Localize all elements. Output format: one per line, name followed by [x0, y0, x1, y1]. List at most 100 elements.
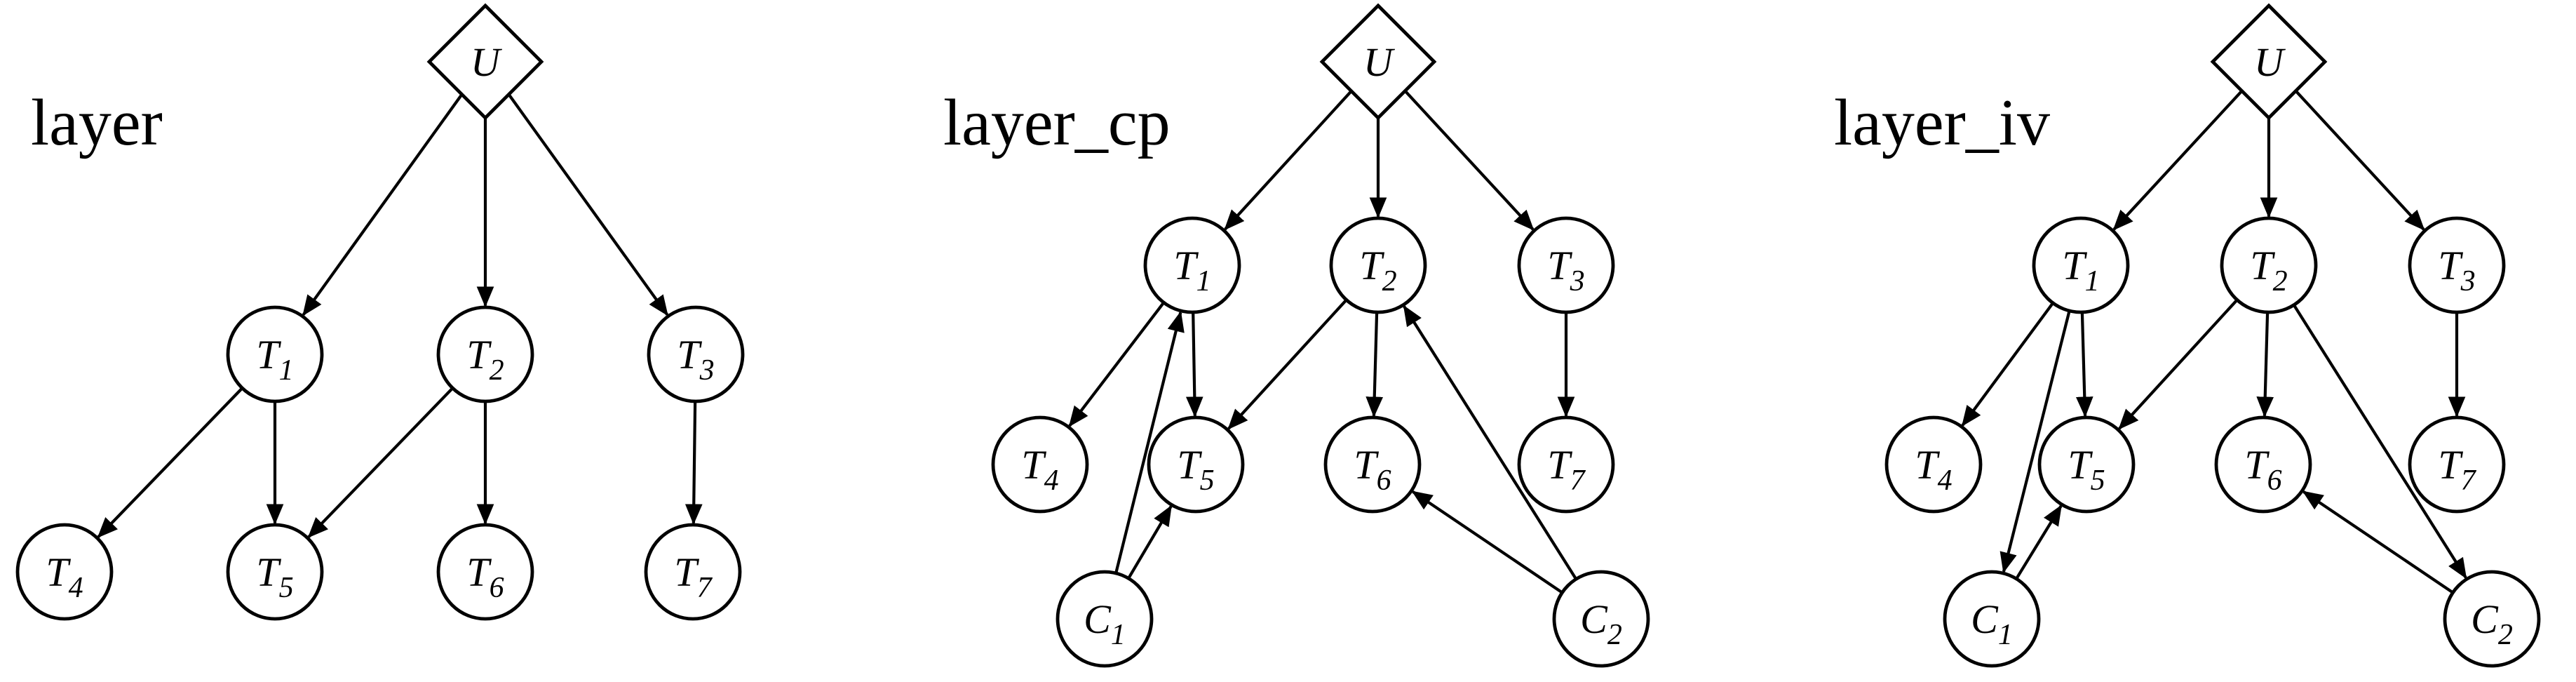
node-label-C1: C1 — [1971, 596, 2013, 651]
node-label-T7: T7 — [674, 549, 713, 604]
node-label-T2: T2 — [2250, 243, 2287, 297]
edge-T1-to-T4 — [1068, 302, 1165, 427]
node-label-T3: T3 — [1547, 243, 1584, 297]
node-layer_iv-T6: T6 — [2214, 415, 2312, 514]
edge-T1-to-T5 — [1185, 312, 1203, 417]
node-layer_cp-T2: T2 — [1329, 216, 1427, 314]
node-layer_cp-T6: T6 — [1323, 415, 1422, 514]
circle-shape — [1517, 415, 1615, 514]
node-label-T6: T6 — [2244, 442, 2281, 497]
circle-shape — [1517, 216, 1615, 314]
node-label-C2: C2 — [1580, 596, 1622, 651]
node-layer-T3: T3 — [647, 305, 745, 403]
edge-U-to-T3 — [1404, 90, 1535, 231]
node-layer-T7: T7 — [644, 523, 742, 621]
node-layer_iv-C1: C1 — [1943, 570, 2041, 668]
edge-U-to-T1 — [1224, 91, 1352, 231]
circle-shape — [1147, 415, 1245, 514]
node-layer_iv-C2: C2 — [2443, 570, 2541, 668]
node-label-T5: T5 — [2068, 442, 2105, 497]
node-label-C1: C1 — [1084, 596, 1126, 651]
circle-shape — [2214, 415, 2312, 514]
edge-T1-to-T5 — [2075, 312, 2093, 417]
panel-label-layer: layer — [31, 86, 163, 159]
circle-shape — [226, 523, 324, 621]
node-label-T2: T2 — [1359, 243, 1396, 297]
edge-C2-to-T6 — [2302, 490, 2453, 594]
node-layer_cp-T3: T3 — [1517, 216, 1615, 314]
node-layer_cp-C1: C1 — [1056, 570, 1154, 668]
edge-T1-to-T4 — [1961, 302, 2054, 427]
edge-T2-to-T5 — [307, 387, 454, 538]
circle-shape — [2037, 415, 2136, 514]
edge-T3-to-T7 — [685, 401, 703, 525]
circle-shape — [1884, 415, 1983, 514]
node-layer_iv-T2: T2 — [2220, 216, 2318, 314]
node-layer_iv-T4: T4 — [1884, 415, 1983, 514]
node-label-T5: T5 — [256, 549, 293, 604]
circle-shape — [15, 523, 114, 621]
edge-T2-to-T6 — [1365, 312, 1384, 417]
panel-label-layer-iv: layer_iv — [1834, 86, 2050, 159]
node-label-C2: C2 — [2471, 596, 2513, 651]
circle-shape — [226, 305, 324, 403]
node-layer-T4: T4 — [15, 523, 114, 621]
panel-label-layer-cp: layer_cp — [943, 86, 1171, 159]
node-layer_iv-U: U — [2210, 3, 2328, 121]
node-layer-T5: T5 — [226, 523, 324, 621]
circle-shape — [1056, 570, 1154, 668]
circle-shape — [1329, 216, 1427, 314]
node-layer_iv-T5: T5 — [2037, 415, 2136, 514]
edge-C1-to-T5 — [1127, 504, 1173, 579]
node-label-T4: T4 — [46, 549, 83, 604]
diamond-shape — [2210, 3, 2328, 121]
edge-U-to-T3 — [508, 94, 669, 316]
node-layer-T6: T6 — [436, 523, 534, 621]
node-label-U: U — [471, 39, 503, 85]
edge-T2-to-C2 — [2293, 305, 2467, 580]
circle-shape — [1323, 415, 1422, 514]
edge-T2-to-T5 — [2118, 299, 2238, 430]
edge-T2-to-T5 — [1227, 299, 1347, 430]
diamond-shape — [1319, 3, 1437, 121]
edge-C1-to-T1 — [1114, 311, 1185, 573]
circle-shape — [647, 305, 745, 403]
node-label-T6: T6 — [1354, 442, 1391, 497]
circle-shape — [644, 523, 742, 621]
node-layer_iv-T7: T7 — [2408, 415, 2506, 514]
circle-shape — [991, 415, 1089, 514]
edge-T1-to-C1 — [2000, 311, 2071, 573]
node-label-T3: T3 — [677, 332, 714, 387]
circle-shape — [2408, 216, 2506, 314]
node-layer_cp-T5: T5 — [1147, 415, 1245, 514]
node-label-T5: T5 — [1177, 442, 1214, 497]
node-layer_cp-T4: T4 — [991, 415, 1089, 514]
diamond-shape — [426, 3, 544, 121]
node-label-T6: T6 — [466, 549, 504, 604]
node-layer_cp-T1: T1 — [1143, 216, 1241, 314]
node-layer-U: U — [426, 3, 544, 121]
node-label-T1: T1 — [256, 332, 293, 387]
circle-shape — [1143, 216, 1241, 314]
node-label-T3: T3 — [2438, 243, 2475, 297]
circle-shape — [436, 305, 534, 403]
edge-U-to-T3 — [2295, 90, 2425, 231]
node-label-U: U — [1363, 39, 1396, 85]
circle-shape — [2032, 216, 2130, 314]
edge-U-to-T1 — [302, 94, 463, 316]
node-label-T4: T4 — [1915, 442, 1952, 497]
edge-C2-to-T6 — [1411, 490, 1563, 594]
node-layer_iv-T3: T3 — [2408, 216, 2506, 314]
circle-shape — [436, 523, 534, 621]
node-layer-T1: T1 — [226, 305, 324, 403]
node-layer-T2: T2 — [436, 305, 534, 403]
node-label-T1: T1 — [1173, 243, 1211, 297]
node-label-T7: T7 — [2438, 442, 2476, 497]
node-label-T1: T1 — [2062, 243, 2099, 297]
edge-U-to-T1 — [2112, 90, 2243, 231]
edge-C1-to-T5 — [2015, 504, 2063, 580]
